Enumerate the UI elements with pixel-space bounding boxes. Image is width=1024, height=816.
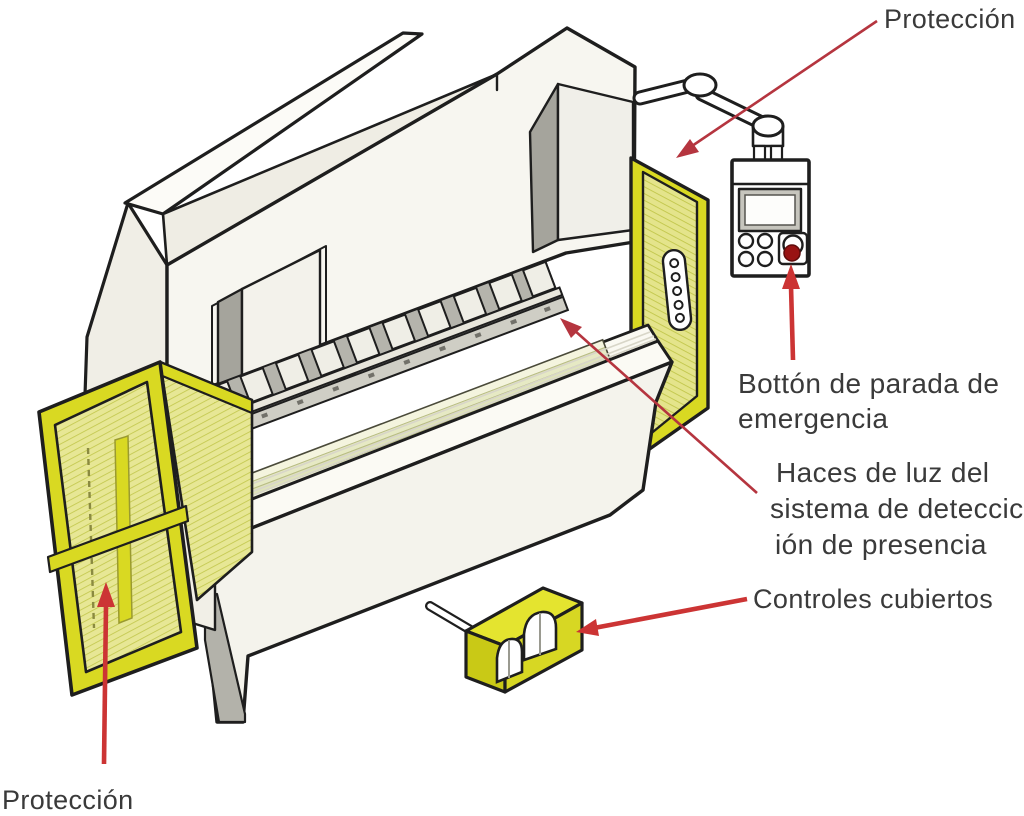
pendant-screen (744, 194, 796, 226)
label-guard-bottom: Protección (2, 785, 134, 815)
foot-pedal[interactable] (464, 586, 584, 694)
pendant-arm (632, 72, 785, 166)
label-covered-controls: Controles cubiertos (753, 584, 993, 614)
label-guard-top: Protección (884, 4, 1016, 34)
arrow-covered-controls (576, 596, 748, 636)
guard-hinge-slot (661, 248, 693, 332)
annotations (97, 19, 878, 765)
arm-joint-1 (682, 72, 718, 98)
right-door-panel (528, 82, 635, 254)
arrow-guard-bottom (97, 582, 115, 765)
pedal-cable (425, 601, 479, 637)
punch-clamp-row (165, 259, 570, 456)
labels: Protección Bottón de parada de emergenci… (2, 4, 1024, 815)
label-light-curtain-line2: sistema de deteccic (770, 493, 1024, 524)
left-guard (37, 360, 254, 697)
label-emergency-line1: Bottón de parada de (738, 368, 999, 399)
label-emergency-line2: emergencia (738, 403, 888, 434)
press-brake-machine (83, 26, 637, 456)
bed-and-table (191, 323, 674, 724)
label-light-curtain-line1: Haces de luz del (776, 457, 989, 488)
label-light-curtain-line3: ión de presencia (775, 529, 987, 560)
pendant-buttons[interactable] (737, 232, 774, 268)
left-guard-mid-rail (46, 504, 190, 574)
arm-joint-2 (751, 114, 785, 138)
arrow-guard-top (676, 19, 878, 158)
emergency-stop-button[interactable] (777, 231, 809, 266)
control-pendant (730, 158, 811, 278)
rear-frame-top (123, 31, 424, 216)
table-striations (198, 331, 657, 517)
arrow-light-curtain (560, 318, 758, 494)
guard-inner-post-dashed (86, 447, 96, 629)
arrow-emergency-stop (782, 264, 800, 361)
